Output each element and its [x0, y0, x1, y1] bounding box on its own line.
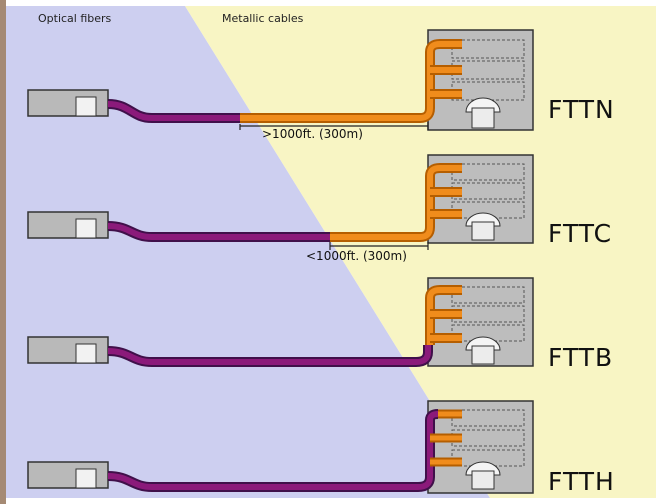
cable-path [107, 409, 462, 492]
row-tag: FTTB [548, 343, 613, 372]
distance-label: <1000ft. (300m) [306, 249, 407, 263]
optical-fibers-header: Optical fibers [38, 12, 112, 25]
row-fttc: <1000ft. (300m) FTTC [27, 154, 612, 263]
central-office [27, 461, 109, 489]
building [427, 277, 534, 367]
metallic-cable-region [185, 6, 656, 498]
metallic-cables-header: Metallic cables [222, 12, 304, 25]
cable-path [107, 39, 462, 123]
distance-marker: >1000ft. (300m) [239, 122, 429, 141]
distance-marker: <1000ft. (300m) [306, 242, 429, 263]
cable-path [107, 285, 462, 367]
row-tag: FTTH [548, 467, 615, 496]
central-office [27, 211, 109, 239]
optical-fiber-region [6, 6, 490, 498]
distance-label: >1000ft. (300m) [262, 127, 363, 141]
row-fttn: >1000ft. (300m) FTTN [27, 29, 615, 141]
row-fttb: FTTB [27, 277, 613, 372]
row-tag: FTTC [548, 219, 612, 248]
central-office [27, 336, 109, 364]
central-office [27, 89, 109, 117]
row-ftth: FTTH [27, 400, 615, 496]
row-tag: FTTN [548, 95, 615, 124]
left-edge-strip [0, 0, 6, 504]
cable-path [107, 163, 462, 242]
